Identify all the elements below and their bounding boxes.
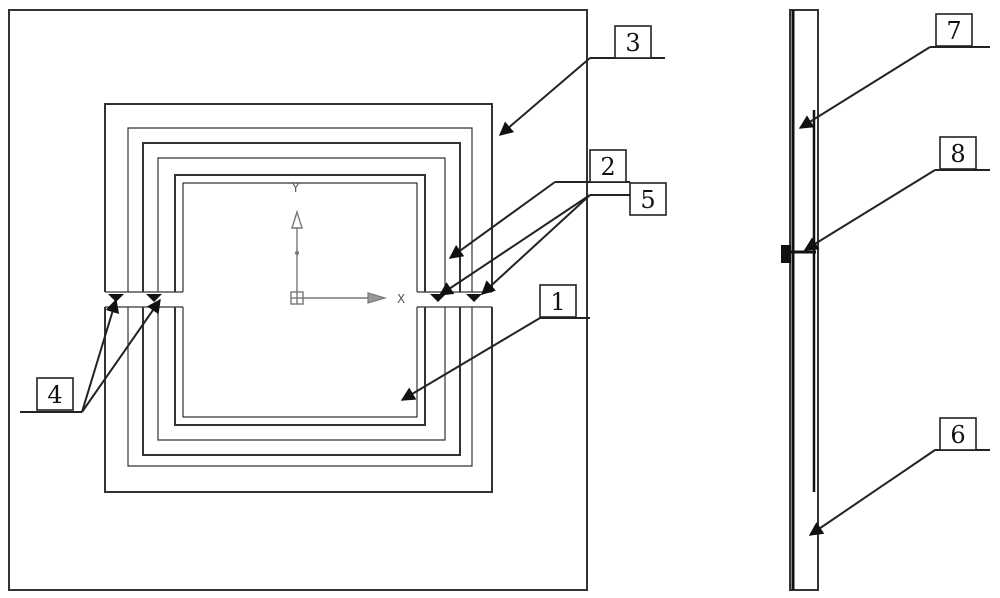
callout-7: 7: [935, 13, 973, 47]
ring-outer: [104, 103, 493, 493]
callout-3: 3: [614, 25, 652, 59]
callout-1-text: 1: [550, 288, 565, 316]
callout-7-text: 7: [946, 17, 961, 45]
side-feed-block: [781, 245, 791, 263]
gap-lines: [128, 291, 472, 308]
callout-5: 5: [629, 182, 667, 216]
x-axis-label: X: [397, 292, 405, 306]
substrate-outline: [8, 9, 588, 591]
element-4-left-marker: [108, 294, 124, 302]
callout-2: 2: [589, 149, 627, 183]
y-axis-label: Y: [291, 181, 300, 195]
ring-inner: [174, 174, 426, 426]
side-substrate: [789, 9, 819, 591]
callout-3-text: 3: [625, 29, 640, 57]
callout-5-text: 5: [640, 186, 655, 214]
callout-2-text: 2: [600, 153, 615, 181]
leader-lines: [20, 46, 990, 536]
callout-6: 6: [939, 417, 977, 451]
element-markers: [108, 294, 482, 302]
element-4-right-marker: [146, 294, 162, 302]
element-5-left-marker: [430, 294, 446, 302]
element-5-right-marker: [466, 294, 482, 302]
coordinate-axes: X Y: [290, 181, 405, 306]
callout-8: 8: [939, 136, 977, 170]
side-view: [781, 9, 819, 591]
callout-8-text: 8: [950, 140, 965, 168]
callout-4: 4: [36, 377, 74, 411]
callout-6-text: 6: [950, 421, 965, 449]
callout-4-text: 4: [47, 381, 62, 409]
callout-1: 1: [539, 284, 577, 318]
